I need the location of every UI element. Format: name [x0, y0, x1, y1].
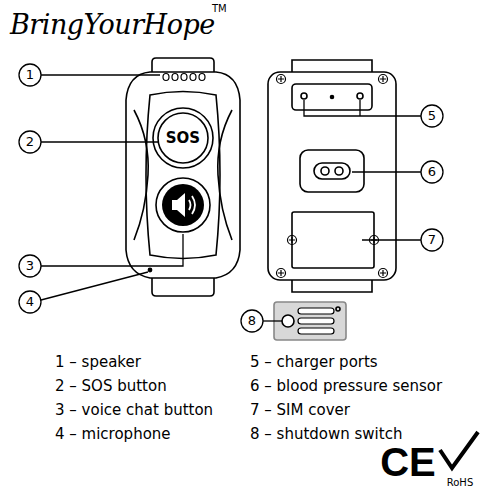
- button-label: SOS: [166, 130, 200, 147]
- callout-circles: [19, 64, 443, 332]
- callout-number: 4: [26, 295, 34, 309]
- switch-slots: [298, 308, 334, 334]
- callout-number: 7: [428, 233, 436, 247]
- sos-button: SOS: [156, 111, 210, 165]
- switch-dot: [336, 307, 340, 311]
- legend-item: 7 – SIM cover: [250, 402, 350, 419]
- rohs-check: [440, 432, 478, 468]
- leader-lines: [41, 75, 421, 321]
- rohs-mark: RoHS: [447, 477, 473, 488]
- speaker-grille: [163, 74, 205, 81]
- back-strap-top: [292, 60, 372, 72]
- callout-number: 3: [26, 259, 34, 273]
- sensor-lens: [335, 167, 343, 175]
- callout-number: 2: [26, 135, 34, 149]
- sound-waves: [189, 196, 195, 214]
- sim-cover: [292, 212, 374, 268]
- legend-item: 3 – voice chat button: [55, 402, 213, 419]
- callout-number: 6: [428, 165, 436, 179]
- legend-item: 6 – blood pressure sensor: [250, 378, 442, 395]
- shutdown-switch-box: [274, 302, 346, 340]
- sensor-lens: [321, 167, 329, 175]
- charger-pin: [301, 93, 307, 99]
- legend-item: 1 – speaker: [55, 354, 141, 371]
- legend-item: 2 – SOS button: [55, 378, 167, 395]
- voice-button: [162, 184, 204, 226]
- front-strap-bottom: [152, 278, 214, 296]
- back-housing: [268, 72, 396, 280]
- switch-screw: [282, 315, 294, 327]
- legend-item: 4 – microphone: [55, 426, 171, 443]
- inner-panel: [146, 92, 220, 259]
- callout-number: 1: [26, 68, 34, 82]
- legend-item: 8 – shutdown switch: [250, 426, 402, 443]
- charger-pin: [357, 93, 363, 99]
- sensor-window: [314, 163, 350, 179]
- charger-center-dot: [331, 96, 334, 99]
- callout-number: 5: [428, 109, 436, 123]
- front-strap-top: [152, 58, 214, 72]
- trademark: TM: [212, 3, 227, 14]
- brand-title: BringYourHope: [10, 10, 215, 40]
- back-strap-bottom: [292, 280, 372, 292]
- callout-number: 8: [248, 314, 256, 328]
- microphone-hole: [148, 268, 151, 271]
- sensor-housing: [300, 150, 364, 192]
- legend-item: 5 – charger ports: [250, 354, 378, 371]
- voice-button-ring: [156, 178, 210, 232]
- ce-mark: CE: [380, 440, 436, 484]
- corner-screws: [277, 75, 388, 278]
- speaker-icon: [172, 193, 185, 217]
